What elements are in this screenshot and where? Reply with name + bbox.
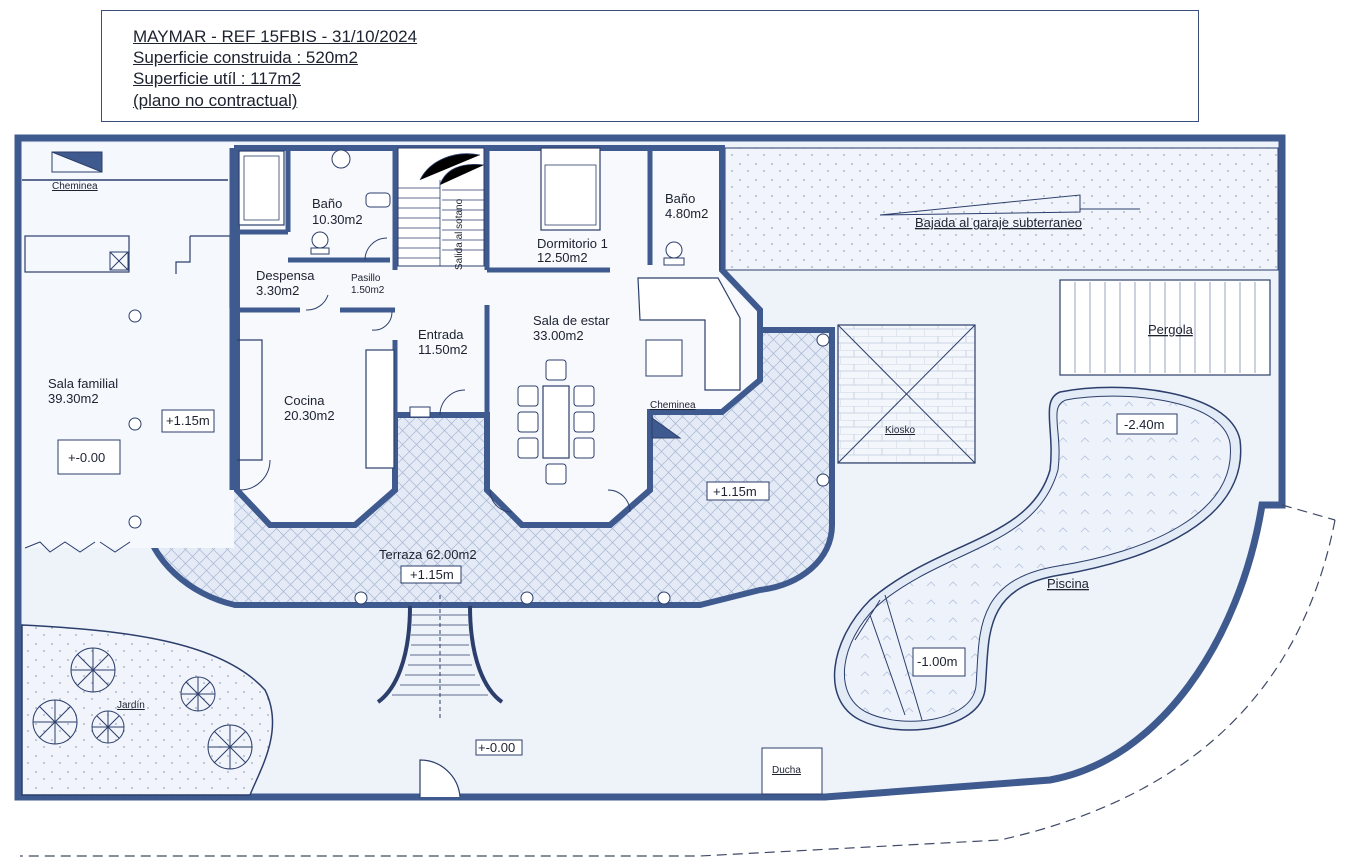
dining-table [542,385,570,459]
cocina-name: Cocina [284,393,325,408]
garden-area [21,624,274,796]
pergola-slats [1074,282,1256,373]
garage-ramp-label: Bajada al garaje subterraneo [915,215,1082,230]
level-terraza-right: +1.15m [713,484,757,499]
cheminea-label-2: Cheminea [650,400,696,411]
pasillo-name: Pasillo [351,273,381,284]
entrada-area: 11.50m2 [418,342,468,357]
level-boxes [57,409,1178,756]
garage-ramp-area [724,147,1279,271]
sala-estar-name: Sala de estar [533,313,610,328]
ducha-label: Ducha [772,765,801,776]
kiosko-label: Kiosko [885,425,915,436]
bano1-name: Baño [312,196,342,211]
piscina-label: Piscina [1047,576,1090,591]
kitchen-counters [237,339,263,461]
bano1-area: 10.30m2 [312,212,363,227]
level-terraza-left: +1.15m [166,413,210,428]
despensa-name: Despensa [256,268,315,283]
bano2-name: Baño [665,191,695,206]
dormitorio-name: Dormitorio 1 [537,236,608,251]
sofa [637,277,741,391]
despensa-area: 3.30m2 [256,283,299,298]
shower-tray [238,150,285,226]
interior-walls [229,148,725,490]
cocina-area: 20.30m2 [284,408,335,423]
stair-steps [398,153,485,266]
sala-familiar-area: 39.30m2 [48,391,99,406]
built-area: Superficie construida : 520m2 [133,48,358,67]
stairs-label: Salida al sotano [454,198,465,270]
sala-familiar-name: Sala familial [48,376,118,391]
pool-water [843,395,1231,722]
cheminea-label-1: Cheminea [52,181,98,192]
level-sala-familiar: +-0.00 [68,450,105,465]
title-block: MAYMAR - REF 15FBIS - 31/10/2024 Superfi… [101,10,1199,122]
balustrade-posts [128,309,830,605]
pergola-label: Pergola [1148,322,1194,337]
title-reference: MAYMAR - REF 15FBIS - 31/10/2024 [133,27,418,46]
terraza-label: Terraza 62.00m2 [379,547,477,562]
sala-familiar-floor [22,143,234,548]
entrada-name: Entrada [418,327,464,342]
property-line [20,519,1336,857]
disclaimer: (plano no contractual) [133,91,298,110]
dining-chairs [517,359,595,485]
front-stairs [376,595,504,720]
level-garden: +-0.00 [478,740,515,755]
bano2-area: 4.80m2 [665,206,708,221]
ducha [761,747,823,795]
bed [540,147,601,231]
pasillo-area: 1.50m2 [351,285,385,296]
level-pool-deep: -2.40m [1124,417,1164,432]
dormitorio-area: 12.50m2 [537,250,588,265]
useful-area: Superficie utíl : 117m2 [133,69,301,88]
sala-estar-area: 33.00m2 [533,328,584,343]
level-pool-shallow: -1.00m [917,654,957,669]
trees [32,647,253,770]
jardin-label: Jardín [117,700,145,711]
level-terraza-center: +1.15m [410,567,454,582]
